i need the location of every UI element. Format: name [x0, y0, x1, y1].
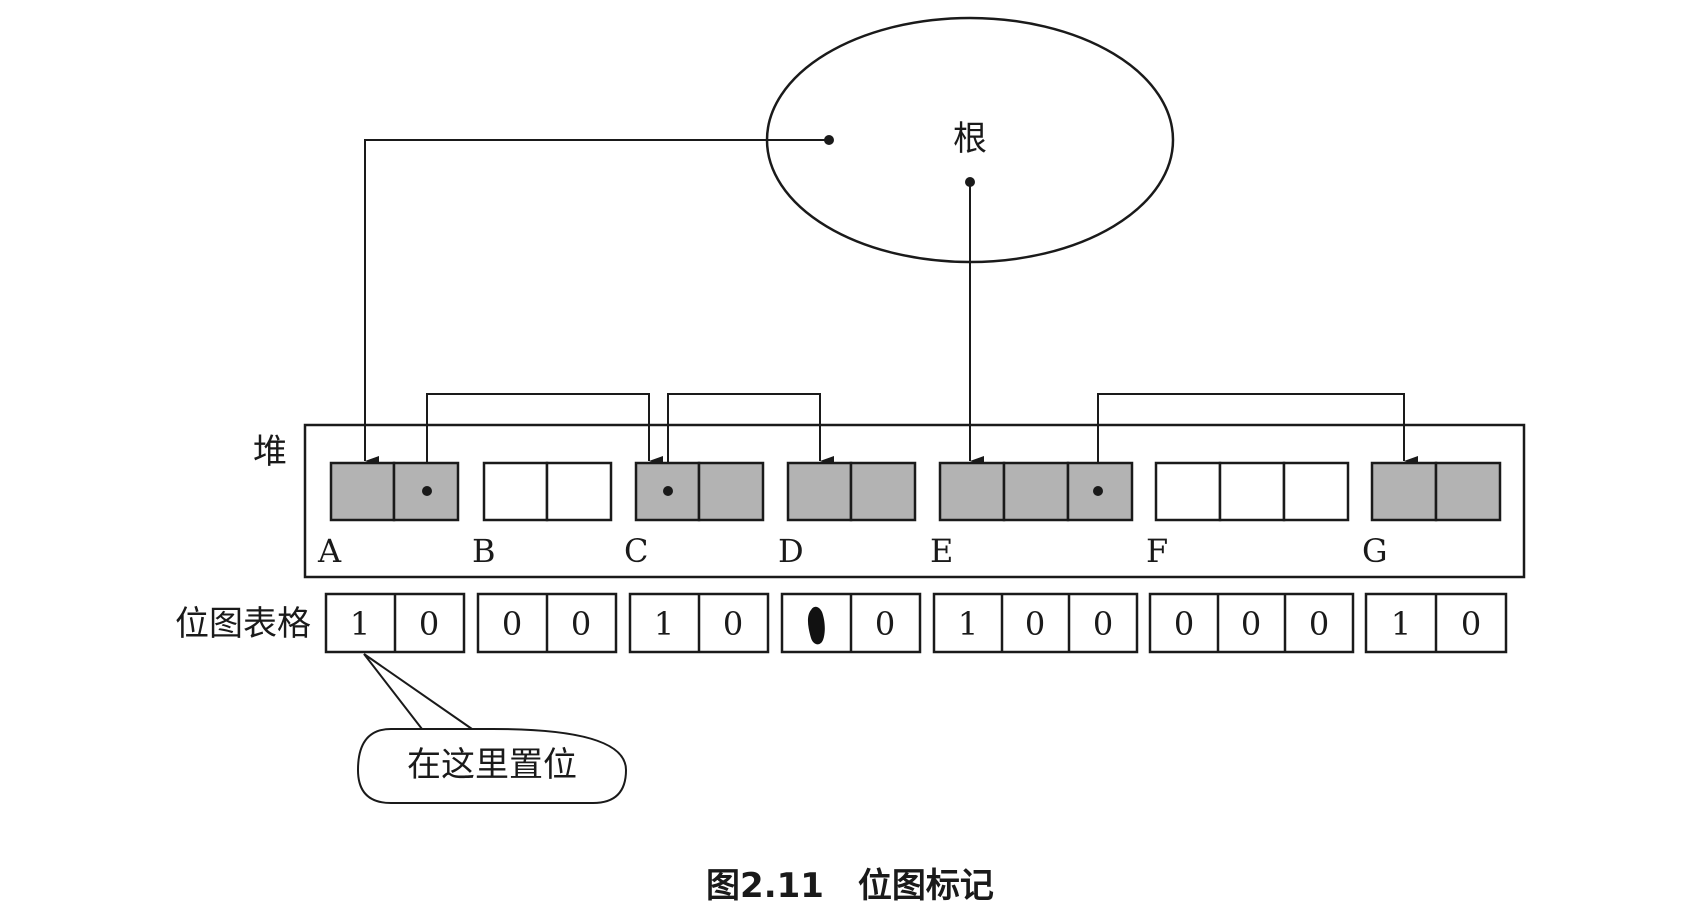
bit-cell: 0 [1093, 605, 1113, 643]
bitmap-group-frame [932, 592, 1139, 654]
bit-cell: 0 [571, 605, 591, 643]
pointer-arrows [364, 139, 1418, 491]
object-cell [329, 461, 396, 522]
arrow-e-to-g [1097, 393, 1418, 491]
arrow-c-to-d [667, 393, 834, 491]
object-cell [697, 461, 765, 522]
bit-cell: 0 [723, 605, 743, 643]
callout-bubble [356, 653, 628, 804]
bit-cell: 1 [1391, 605, 1411, 643]
arrow-root-to-a [364, 139, 829, 466]
pointer-dot-a [422, 486, 432, 496]
heap-object-c: C [624, 461, 765, 570]
object-label-c: C [624, 532, 648, 570]
pointer-dot-e [1093, 486, 1103, 496]
heap-object-e: E [930, 461, 1134, 570]
object-label-g: G [1362, 532, 1388, 570]
object-cell [786, 461, 853, 522]
bitmap-group-b: 0 0 [476, 592, 618, 654]
object-cell [545, 461, 613, 522]
heap-object-g: G [1362, 461, 1502, 570]
pointer-dot-c [663, 486, 673, 496]
figure-caption: 图2.11 位图标记 [706, 866, 994, 906]
object-label-b: B [472, 532, 496, 570]
bitmap-group-a: 1 0 [324, 592, 466, 654]
bitmap-table: 1 0 0 0 1 0 0 1 0 0 [324, 592, 1508, 654]
object-cell [849, 461, 917, 522]
bit-cell: 1 [654, 605, 674, 643]
object-label-f: F [1146, 532, 1168, 570]
root-label: 根 [953, 119, 987, 159]
heap-object-a: A [317, 461, 460, 570]
callout: 在这里置位 [356, 653, 628, 804]
bit-cell: 1 [350, 605, 370, 643]
bit-cell: 0 [1025, 605, 1045, 643]
object-label-d: D [778, 532, 804, 570]
bit-cell: 0 [502, 605, 522, 643]
object-cell [1370, 461, 1438, 522]
bit-cell: 0 [1461, 605, 1481, 643]
object-label-e: E [930, 532, 953, 570]
object-cell [1282, 461, 1350, 522]
object-cell [1154, 461, 1222, 522]
bitmap-label: 位图表格 [175, 604, 311, 644]
bit-cell: 0 [419, 605, 439, 643]
heap-frame [303, 423, 1526, 579]
bitmap-group-e: 1 0 0 [932, 592, 1139, 654]
arrow-a-to-c [426, 393, 663, 491]
bit-cell: 0 [1309, 605, 1329, 643]
heap-object-d: D [778, 461, 917, 570]
object-cell [1002, 461, 1070, 522]
bitmap-group-d: 0 [780, 592, 922, 654]
bit-cell: 0 [875, 605, 895, 643]
heap-objects: A B C D E F [317, 461, 1502, 570]
object-cell [482, 461, 549, 522]
bitmap-group-f: 0 0 0 [1148, 592, 1355, 654]
bitmap-group-frame [1148, 592, 1355, 654]
bit-cell: 1 [958, 605, 978, 643]
bitmap-group-g: 1 0 [1364, 592, 1508, 654]
object-cell [1218, 461, 1286, 522]
object-cell [938, 461, 1006, 522]
callout-text: 在这里置位 [407, 745, 577, 785]
heap-label: 堆 [253, 432, 287, 472]
object-label-a: A [317, 532, 342, 570]
heap-object-f: F [1146, 461, 1350, 570]
object-cell [1434, 461, 1502, 522]
bitmap-group-c: 1 0 [628, 592, 770, 654]
bit-cell: 0 [1174, 605, 1194, 643]
bit-cell: 0 [1241, 605, 1261, 643]
ink-smudge-mark [807, 606, 825, 645]
heap-object-b: B [472, 461, 613, 570]
